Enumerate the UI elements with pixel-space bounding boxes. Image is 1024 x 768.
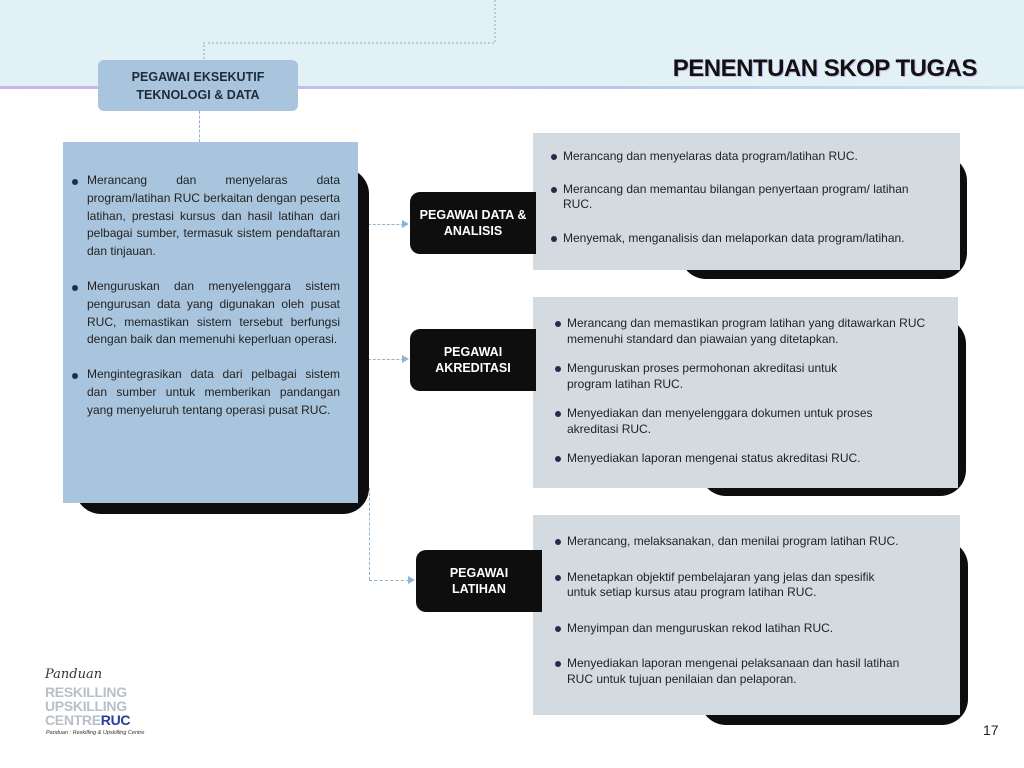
logo-script: Panduan: [45, 667, 103, 682]
arrow-icon: [402, 355, 409, 363]
list-item: Merancang dan memantau bilangan penyerta…: [551, 182, 923, 213]
logo-line: UPSKILLING: [45, 698, 127, 714]
role-label-text: PEGAWAI LATIHAN: [449, 566, 509, 596]
list-item: Menyediakan laporan mengenai pelaksanaan…: [555, 656, 907, 687]
role-label-text: PEGAWAI AKREDITASI: [435, 345, 511, 375]
logo-ruc: RUC: [100, 712, 131, 728]
list-item: Merancang dan menyelaras data program/la…: [551, 149, 958, 165]
connector: [369, 488, 370, 580]
list-item: Menyemak, menganalisis dan melaporkan da…: [551, 231, 958, 247]
role-label-data-analysis: PEGAWAI DATA & ANALISIS: [410, 192, 536, 254]
accreditation-list: Merancang dan memastikan program latihan…: [555, 316, 951, 467]
connector: [369, 580, 409, 581]
training-list: Merancang, melaksanakan, dan menilai pro…: [555, 534, 947, 687]
role-label-training: PEGAWAI LATIHAN: [416, 550, 542, 612]
page-number: 17: [983, 722, 999, 738]
connector: [368, 359, 404, 360]
arrow-icon: [402, 220, 409, 228]
exec-duties-panel: Merancang dan menyelaras data program/la…: [63, 142, 358, 503]
accreditation-card: Merancang dan memastikan program latihan…: [533, 297, 958, 488]
list-item: Merancang dan menyelaras data program/la…: [72, 172, 340, 261]
logo-line: RESKILLING: [45, 684, 127, 700]
arrow-icon: [408, 576, 415, 584]
page-title: PENENTUAN SKOP TUGAS: [672, 55, 978, 82]
training-card: Merancang, melaksanakan, dan menilai pro…: [533, 515, 960, 715]
top-role-label: PEGAWAI EKSEKUTIF TEKNOLOGI & DATA: [131, 69, 265, 102]
logo-line: CENTRERUC: [45, 712, 131, 728]
list-item: Menetapkan objektif pembelajaran yang je…: [555, 570, 897, 601]
list-item: Menguruskan dan menyelenggara sistem pen…: [72, 278, 340, 349]
list-item: Merancang, melaksanakan, dan menilai pro…: [555, 534, 947, 550]
logo-subtitle: Panduan : Reskilling & Upskilling Centre: [46, 730, 145, 736]
connector: [199, 111, 200, 142]
decorative-dots: [203, 42, 205, 62]
data-analysis-card: Merancang dan menyelaras data program/la…: [533, 133, 960, 270]
connector: [368, 224, 404, 225]
header-divider: [0, 86, 1024, 89]
list-item: Mengintegrasikan data dari pelbagai sist…: [72, 366, 340, 419]
decorative-dots: [494, 0, 496, 42]
decorative-dots: [203, 42, 494, 44]
ruc-logo: Panduan RESKILLING UPSKILLING CENTRERUC …: [45, 667, 155, 742]
list-item: Menguruskan proses permohonan akreditasi…: [555, 361, 867, 392]
exec-duties-list: Merancang dan menyelaras data program/la…: [72, 172, 340, 437]
list-item: Menyediakan laporan mengenai status akre…: [555, 451, 951, 467]
logo-text: CENTRE: [45, 712, 101, 728]
role-label-text: PEGAWAI DATA & ANALISIS: [419, 208, 527, 238]
list-item: Merancang dan memastikan program latihan…: [555, 316, 951, 347]
top-role-box: PEGAWAI EKSEKUTIF TEKNOLOGI & DATA: [98, 60, 298, 111]
data-analysis-list: Merancang dan menyelaras data program/la…: [551, 149, 958, 247]
list-item: Menyimpan dan menguruskan rekod latihan …: [555, 621, 947, 637]
list-item: Menyediakan dan menyelenggara dokumen un…: [555, 406, 907, 437]
role-label-accreditation: PEGAWAI AKREDITASI: [410, 329, 536, 391]
